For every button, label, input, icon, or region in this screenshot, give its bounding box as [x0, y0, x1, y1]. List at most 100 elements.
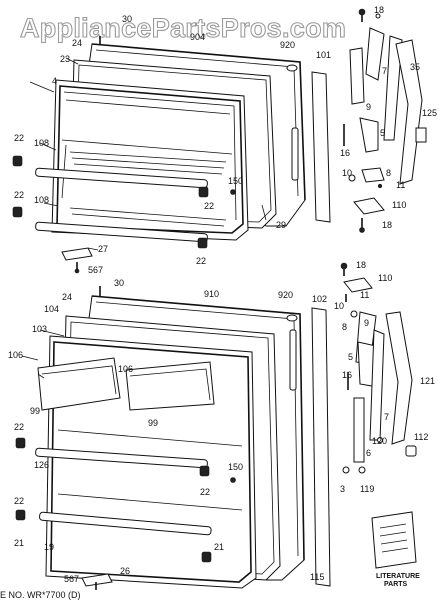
callout-30: 30 — [122, 14, 132, 24]
fresh-food-hinge-hardware — [340, 262, 417, 474]
callout-18: 18 — [374, 5, 384, 15]
callout-29: 29 — [276, 220, 286, 230]
callout-104: 104 — [44, 304, 59, 314]
freezer-hinge-hardware — [343, 8, 427, 233]
callout-120: 120 — [372, 436, 387, 446]
footer-note: E NO. WR*7700 (D) — [0, 590, 81, 600]
callout-24: 24 — [62, 292, 72, 302]
shelf-clip — [12, 206, 23, 218]
callout-21a: 21 — [14, 538, 24, 548]
callout-119: 119 — [360, 484, 374, 494]
freezer-shelf-ribs — [69, 151, 227, 227]
callout-108a: 108 — [34, 138, 49, 148]
callout-567: 567 — [64, 574, 79, 584]
callout-920: 920 — [280, 40, 295, 50]
freezer-shelf-bar-upper — [35, 167, 208, 189]
fresh-food-door-handle — [289, 329, 297, 391]
callout-4: 4 — [52, 76, 57, 86]
callout-6: 6 — [366, 448, 371, 458]
plug-button — [286, 314, 298, 322]
callout-103: 103 — [32, 324, 47, 334]
freezer-door-assembly — [12, 36, 306, 249]
callout-labels-bottom: 18 110 11 30 910 920 24 104 102 10 103 8… — [8, 260, 435, 584]
freezer-door-liner — [51, 79, 249, 241]
literature-label-line2: PARTS — [384, 581, 408, 588]
callout-7: 7 — [382, 66, 387, 76]
callout-22c: 22 — [14, 496, 24, 506]
callout-99a: 99 — [30, 406, 40, 416]
dairy-door-left — [37, 357, 121, 411]
bracket-27 — [61, 247, 93, 261]
callout-22b: 22 — [200, 487, 210, 497]
callout-3: 3 — [340, 484, 345, 494]
callout-8: 8 — [342, 322, 347, 332]
callout-10: 10 — [334, 301, 344, 311]
callout-19: 19 — [44, 542, 54, 552]
callout-106b: 106 — [118, 364, 133, 374]
callout-16: 16 — [342, 370, 352, 380]
callout-23: 23 — [60, 54, 70, 64]
callout-112: 112 — [414, 432, 428, 442]
callout-22a: 22 — [14, 133, 24, 143]
callout-99b: 99 — [148, 418, 158, 428]
fresh-food-shelf-bar-1 — [35, 447, 208, 469]
freezer-shelf-bar-lower — [35, 221, 208, 243]
callout-115: 115 — [310, 572, 324, 582]
callout-30: 30 — [114, 278, 124, 288]
callout-567: 567 — [88, 265, 103, 275]
callout-8: 8 — [386, 168, 391, 178]
callout-110: 110 — [392, 200, 406, 210]
callout-27: 27 — [98, 244, 108, 254]
callout-11: 11 — [396, 180, 405, 190]
callout-101: 101 — [316, 50, 331, 60]
callout-106a: 106 — [8, 350, 23, 360]
callout-26: 26 — [120, 566, 130, 576]
shelf-clip — [197, 237, 208, 249]
shelf-clip — [12, 155, 23, 167]
callout-110: 110 — [378, 273, 392, 283]
callout-22b: 22 — [14, 190, 24, 200]
callout-121: 121 — [420, 376, 435, 386]
bracket-26 — [81, 573, 113, 587]
callout-21b: 21 — [214, 542, 224, 552]
leader-lines — [21, 57, 99, 379]
callout-150: 150 — [228, 462, 243, 472]
callout-22a: 22 — [14, 422, 24, 432]
door-handle-121 — [385, 311, 413, 445]
fresh-food-shelf-bar-2 — [39, 511, 212, 536]
plug-button — [286, 64, 298, 72]
callout-126: 126 — [34, 460, 49, 470]
callout-910: 910 — [204, 289, 219, 299]
callout-18: 18 — [356, 260, 366, 270]
callout-22c: 22 — [204, 201, 214, 211]
callout-35: 35 — [410, 62, 420, 72]
freezer-door-handle — [291, 127, 299, 181]
callout-11: 11 — [360, 290, 369, 300]
callout-labels-top: 18 30 24 904 920 23 4 101 7 35 125 9 8 5… — [14, 5, 437, 275]
callout-10: 10 — [342, 168, 352, 178]
watermark-text: AppliancePartsPros.com — [20, 13, 346, 43]
fresh-food-door-assembly — [15, 286, 305, 589]
callout-125: 125 — [422, 108, 437, 118]
door-handle-35 — [395, 39, 423, 185]
shelf-clip — [198, 186, 209, 198]
callout-920: 920 — [278, 290, 293, 300]
callout-5: 5 — [348, 352, 353, 362]
callout-18b: 18 — [382, 220, 392, 230]
callout-9: 9 — [364, 318, 369, 328]
callout-904: 904 — [190, 32, 205, 42]
callout-5: 5 — [380, 128, 385, 138]
callout-150: 150 — [228, 176, 243, 186]
callout-108b: 108 — [34, 195, 49, 205]
breaker-strip-bottom — [311, 307, 331, 587]
callout-9: 9 — [366, 102, 371, 112]
callout-7: 7 — [384, 412, 389, 422]
callout-16: 16 — [340, 148, 350, 158]
screw — [230, 189, 236, 195]
breaker-strip-top — [311, 71, 331, 223]
callout-102: 102 — [312, 294, 327, 304]
literature-parts-booklet — [371, 511, 417, 569]
callout-22d: 22 — [196, 256, 206, 266]
literature-label-line1: LITERATURE — [376, 573, 420, 580]
